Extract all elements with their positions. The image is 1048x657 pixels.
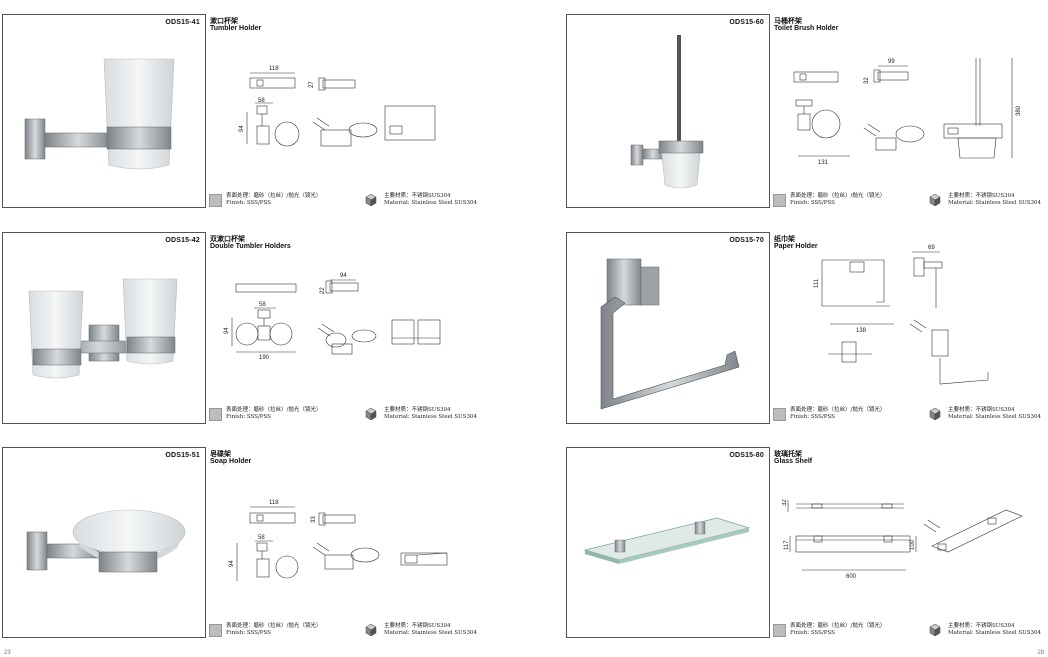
dimension-label: 117 xyxy=(784,540,790,550)
finish-swatch xyxy=(773,194,786,207)
product-code: ODS15-80 xyxy=(729,452,764,459)
soap-holder-image xyxy=(26,509,186,573)
dimension-label: 58 xyxy=(258,535,265,541)
finish-swatch xyxy=(773,624,786,637)
product-photo-tumbler-holder: ODS15-41 xyxy=(2,14,206,208)
glass-shelf-image xyxy=(583,517,751,564)
product-photo-soap-holder: ODS15-51 xyxy=(2,447,206,638)
product-name-en: Soap Holder xyxy=(210,458,252,465)
dimension-label: 131 xyxy=(818,160,829,166)
product-photo-toilet-brush-holder: ODS15-60 xyxy=(566,14,770,208)
toilet-brush-holder-drawings: 99 32 131 380 xyxy=(793,58,1022,166)
finish-swatch xyxy=(209,194,222,207)
finish-text: 表面处理：磨砂（拉丝）/抛光（镜光）Finish: SSS/PSS xyxy=(790,623,886,636)
product-name-en: Double Tumbler Holders xyxy=(210,243,291,250)
dimension-label: 58 xyxy=(258,98,265,104)
dimension-label: 94 xyxy=(229,560,235,567)
finish-swatch xyxy=(209,408,222,421)
material-cube-icon xyxy=(365,624,377,636)
product-name-zh: 玻璃托架 xyxy=(774,450,802,458)
dimension-label: 32 xyxy=(864,77,870,84)
dimension-label: 94 xyxy=(224,327,230,334)
dimension-label: 111 xyxy=(814,278,820,288)
finish-swatch xyxy=(209,624,222,637)
product-name-zh: 皂碟架 xyxy=(210,450,231,458)
product-name-zh: 双漱口杯架 xyxy=(210,235,245,243)
dimension-label: 118 xyxy=(269,66,279,72)
product-name-zh: 漱口杯架 xyxy=(210,17,238,25)
paper-holder-image xyxy=(600,258,740,410)
product-name-en: Tumbler Holder xyxy=(210,25,262,32)
dimension-label: 69 xyxy=(928,245,935,251)
page-number-left: 23 xyxy=(4,650,11,656)
product-code: ODS15-51 xyxy=(165,452,200,459)
glass-shelf-drawings: 32 117 100 600 xyxy=(782,499,1023,580)
dimension-label: 99 xyxy=(888,59,895,65)
tumbler-holder-image xyxy=(24,58,175,170)
dimension-label: 190 xyxy=(259,355,270,361)
paper-holder-drawings: 69 111 138 xyxy=(814,245,989,385)
product-name-en: Glass Shelf xyxy=(774,458,813,465)
dimension-label: 380 xyxy=(1016,105,1022,116)
dimension-label: 94 xyxy=(239,125,245,132)
product-name-zh: 马桶杯架 xyxy=(774,17,802,25)
dimension-label: 58 xyxy=(259,302,266,308)
material-cube-icon xyxy=(929,194,941,206)
dimension-label: 33 xyxy=(311,516,317,523)
product-code: ODS15-60 xyxy=(729,19,764,26)
dimension-label: 22 xyxy=(320,287,326,294)
product-photo-double-tumbler-holders: ODS15-42 xyxy=(2,232,206,424)
tumbler-holder-drawings: 118 27 58 94 xyxy=(239,66,436,147)
dimension-label: 100 xyxy=(910,539,916,550)
finish-text: 表面处理：磨砂（拉丝）/抛光（镜光）Finish: SSS/PSS xyxy=(226,623,322,636)
soap-holder-drawings: 118 33 58 94 xyxy=(229,500,448,581)
dimension-label: 27 xyxy=(309,81,315,88)
finish-text: 表面处理：磨砂（拉丝）/抛光（镜光）Finish: SSS/PSS xyxy=(790,407,886,420)
material-cube-icon xyxy=(365,194,377,206)
product-name-en: Toilet Brush Holder xyxy=(774,25,839,32)
material-cube-icon xyxy=(365,408,377,420)
product-code: ODS15-42 xyxy=(165,237,200,244)
material-cube-icon xyxy=(929,408,941,420)
product-code: ODS15-41 xyxy=(165,19,200,26)
toilet-brush-holder-image xyxy=(630,35,704,189)
dimension-label: 138 xyxy=(856,328,867,334)
material-cube-icon xyxy=(929,624,941,636)
product-photo-glass-shelf: ODS15-80 xyxy=(566,447,770,638)
finish-text: 表面处理：磨砂（拉丝）/抛光（镜光）Finish: SSS/PSS xyxy=(790,193,886,206)
page-number-right: 28 xyxy=(1037,650,1044,656)
dimension-label: 32 xyxy=(782,499,788,506)
finish-swatch xyxy=(773,408,786,421)
dimension-label: 118 xyxy=(269,500,279,506)
dimension-label: 94 xyxy=(340,273,347,279)
product-code: ODS15-70 xyxy=(729,237,764,244)
finish-text: 表面处理：磨砂（拉丝）/抛光（镜光）Finish: SSS/PSS xyxy=(226,193,322,206)
product-name-zh: 纸巾架 xyxy=(774,235,795,243)
product-photo-paper-holder: ODS15-70 xyxy=(566,232,770,424)
finish-text: 表面处理：磨砂（拉丝）/抛光（镜光）Finish: SSS/PSS xyxy=(226,407,322,420)
double-tumbler-holders-drawings: 94 22 58 94 190 xyxy=(224,273,441,361)
dimension-label: 600 xyxy=(846,574,857,580)
double-tumbler-holders-image xyxy=(28,278,178,379)
product-name-en: Paper Holder xyxy=(774,243,818,250)
